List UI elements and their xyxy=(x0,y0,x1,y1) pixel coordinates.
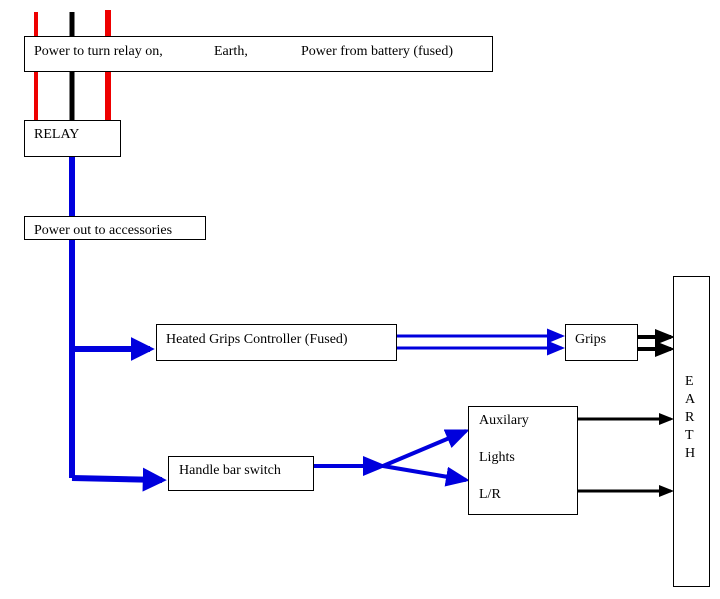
auxilary-label: Auxilary xyxy=(479,413,529,428)
relay-box: RELAY xyxy=(24,120,121,157)
earth-letter: H xyxy=(685,446,696,461)
relay-label: RELAY xyxy=(34,127,80,142)
relay-on-label: Power to turn relay on, xyxy=(34,44,163,59)
handle-switch-feed-wire xyxy=(71,467,167,492)
earth-input-label: Earth, xyxy=(214,44,248,59)
outputs-box: Auxilary Lights L/R xyxy=(468,406,578,515)
earth-letter: A xyxy=(685,392,696,407)
battery-power-label: Power from battery (fused) xyxy=(301,44,454,59)
handle-bar-switch-box: Handle bar switch xyxy=(168,456,314,491)
earth-letter: E xyxy=(685,374,694,389)
auxilary-feed-wire xyxy=(382,429,470,468)
earth-letter: T xyxy=(685,428,694,443)
earth-box: E A R T H xyxy=(673,276,710,587)
lr-label: L/R xyxy=(479,487,501,502)
earth-letter: R xyxy=(685,410,695,425)
power-out-label: Power out to accessories xyxy=(34,223,173,238)
power-out-box: Power out to accessories xyxy=(24,216,206,240)
lights-label: Lights xyxy=(479,450,515,465)
grips-box: Grips xyxy=(565,324,638,361)
heated-grips-label: Heated Grips Controller (Fused) xyxy=(166,332,348,347)
lr-feed-wire xyxy=(382,464,470,487)
heated-grips-controller-box: Heated Grips Controller (Fused) xyxy=(156,324,397,361)
handle-switch-label: Handle bar switch xyxy=(179,463,281,478)
input-wires-label-box: Power to turn relay on, Earth, Power fro… xyxy=(24,36,493,72)
grips-label: Grips xyxy=(575,332,607,347)
